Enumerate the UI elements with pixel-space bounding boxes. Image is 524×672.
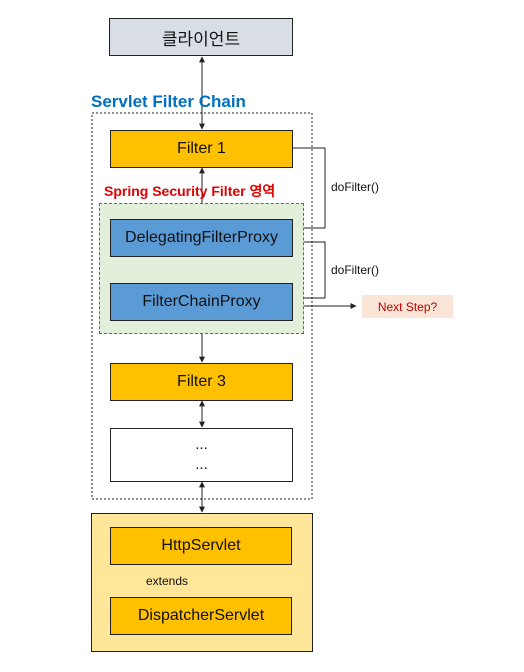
dofilter-arrow-2 [292,241,326,301]
more-filters-box: ... ... [110,428,293,482]
filter1-label: Filter 1 [177,140,226,157]
http-servlet-box: HttpServlet [110,527,292,565]
more-filters-dots-1: ... [195,436,208,453]
filter1-box: Filter 1 [110,130,293,168]
filter-chain-proxy-box: FilterChainProxy [110,283,293,321]
dofilter-label-2: doFilter() [331,263,380,277]
delegating-filter-proxy-label: DelegatingFilterProxy [125,229,278,246]
dofilter-arrow-1 [292,147,326,231]
next-step-label: Next Step? [377,299,438,314]
extends-label: extends [146,574,189,588]
more-filters-dots-2: ... [195,456,208,473]
filter3-box: Filter 3 [110,363,293,401]
dispatcher-servlet-box: DispatcherServlet [110,597,292,635]
client-box: 클라이언트 [109,18,293,56]
next-step-box: Next Step? [362,295,453,318]
filter3-label: Filter 3 [177,373,226,390]
client-label: 클라이언트 [161,29,241,49]
dispatcher-servlet-label: DispatcherServlet [137,607,265,624]
servlet-filter-chain-title: Servlet Filter Chain [91,92,246,111]
filter-chain-proxy-label: FilterChainProxy [142,293,261,310]
http-servlet-label: HttpServlet [161,537,241,554]
spring-security-title: Spring Security Filter 영역 [104,183,276,199]
dofilter-label-1: doFilter() [331,180,380,194]
delegating-filter-proxy-box: DelegatingFilterProxy [110,219,293,257]
